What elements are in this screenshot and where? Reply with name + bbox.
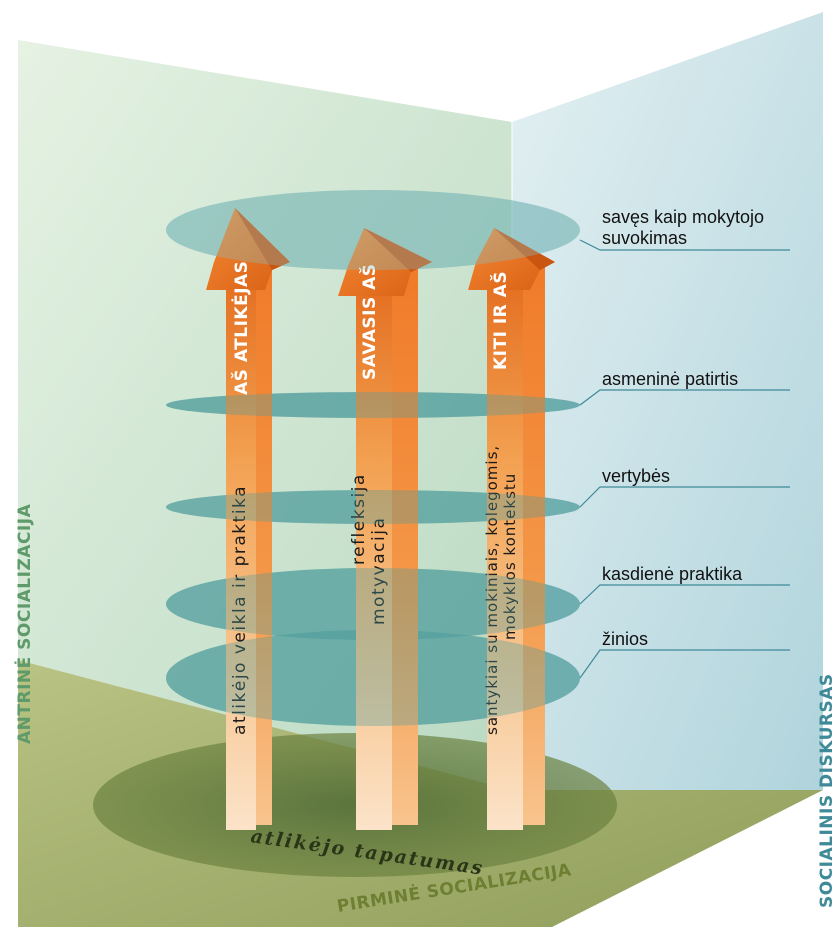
- arrow-body-line1: atlikėjo veikla ir praktika: [230, 485, 250, 735]
- arrow-performer: AŠ ATLIKĖJAS atlikėjo veikla ir praktika: [206, 208, 290, 830]
- floor-ellipse: [93, 733, 617, 877]
- level-labels: savęs kaip mokytojo suvokimas asmeninė p…: [579, 207, 790, 679]
- left-wall-label: ANTRINĖ SOCIALIZACIJA: [13, 503, 35, 744]
- arrow-head: [338, 228, 432, 296]
- arrow-body-line1: santykiai su mokiniais, kolegomis,: [483, 445, 501, 735]
- arrow-title: KITI IR AŠ: [489, 271, 511, 370]
- leader-line: [579, 486, 790, 508]
- leader-line: [579, 239, 790, 251]
- arrow-others-and-me: KITI IR AŠ santykiai su mokiniais, koleg…: [468, 228, 555, 830]
- arrow-body-line1: refleksija: [349, 473, 369, 565]
- arrow-head-side: [235, 208, 290, 270]
- arrow-head: [206, 208, 290, 290]
- arrow-head: [468, 228, 555, 290]
- arrow-head-side: [494, 228, 555, 270]
- level-ellipse-front-knowledge: [166, 630, 580, 726]
- level-label-line1: savęs kaip mokytojo: [602, 207, 764, 227]
- level-ellipse-front-values: [166, 490, 580, 524]
- level-ellipse-front-personal-experience: [166, 392, 580, 418]
- right-wall-label: SOCIALINIS DISKURSAS: [817, 673, 837, 908]
- arrow-body-line2: mokyklos kontekstu: [501, 473, 519, 640]
- arrow-head-side: [364, 228, 432, 272]
- arrow-own-self: SAVASIS AŠ refleksija motyvacija: [338, 228, 432, 830]
- level-label-line1: žinios: [602, 629, 648, 649]
- leader-line: [579, 649, 790, 679]
- level-label-line1: vertybės: [602, 466, 670, 486]
- level-label-line2: suvokimas: [602, 228, 687, 248]
- arrow-shaft-side: [254, 259, 272, 825]
- arrow-shaft-front: [356, 268, 392, 830]
- arrow-title: SAVASIS AŠ: [358, 263, 380, 380]
- level-label-line1: asmeninė patirtis: [602, 369, 738, 389]
- level-ellipses-front: [166, 190, 580, 726]
- arrow-title: AŠ ATLIKĖJAS: [230, 261, 252, 395]
- arrow-shaft-side: [392, 262, 418, 825]
- level-ellipse-front-self-perception: [166, 190, 580, 270]
- level-ellipse-front-daily-practice: [166, 568, 580, 640]
- arrow-shaft-front: [226, 262, 256, 830]
- arrow-shaft-side: [523, 258, 545, 825]
- leader-line: [579, 389, 790, 406]
- arrow-shaft-front: [487, 262, 523, 830]
- arrow-body-line2: motyvacija: [369, 517, 389, 625]
- level-label-line1: kasdienė praktika: [602, 564, 743, 584]
- leader-line: [579, 584, 790, 605]
